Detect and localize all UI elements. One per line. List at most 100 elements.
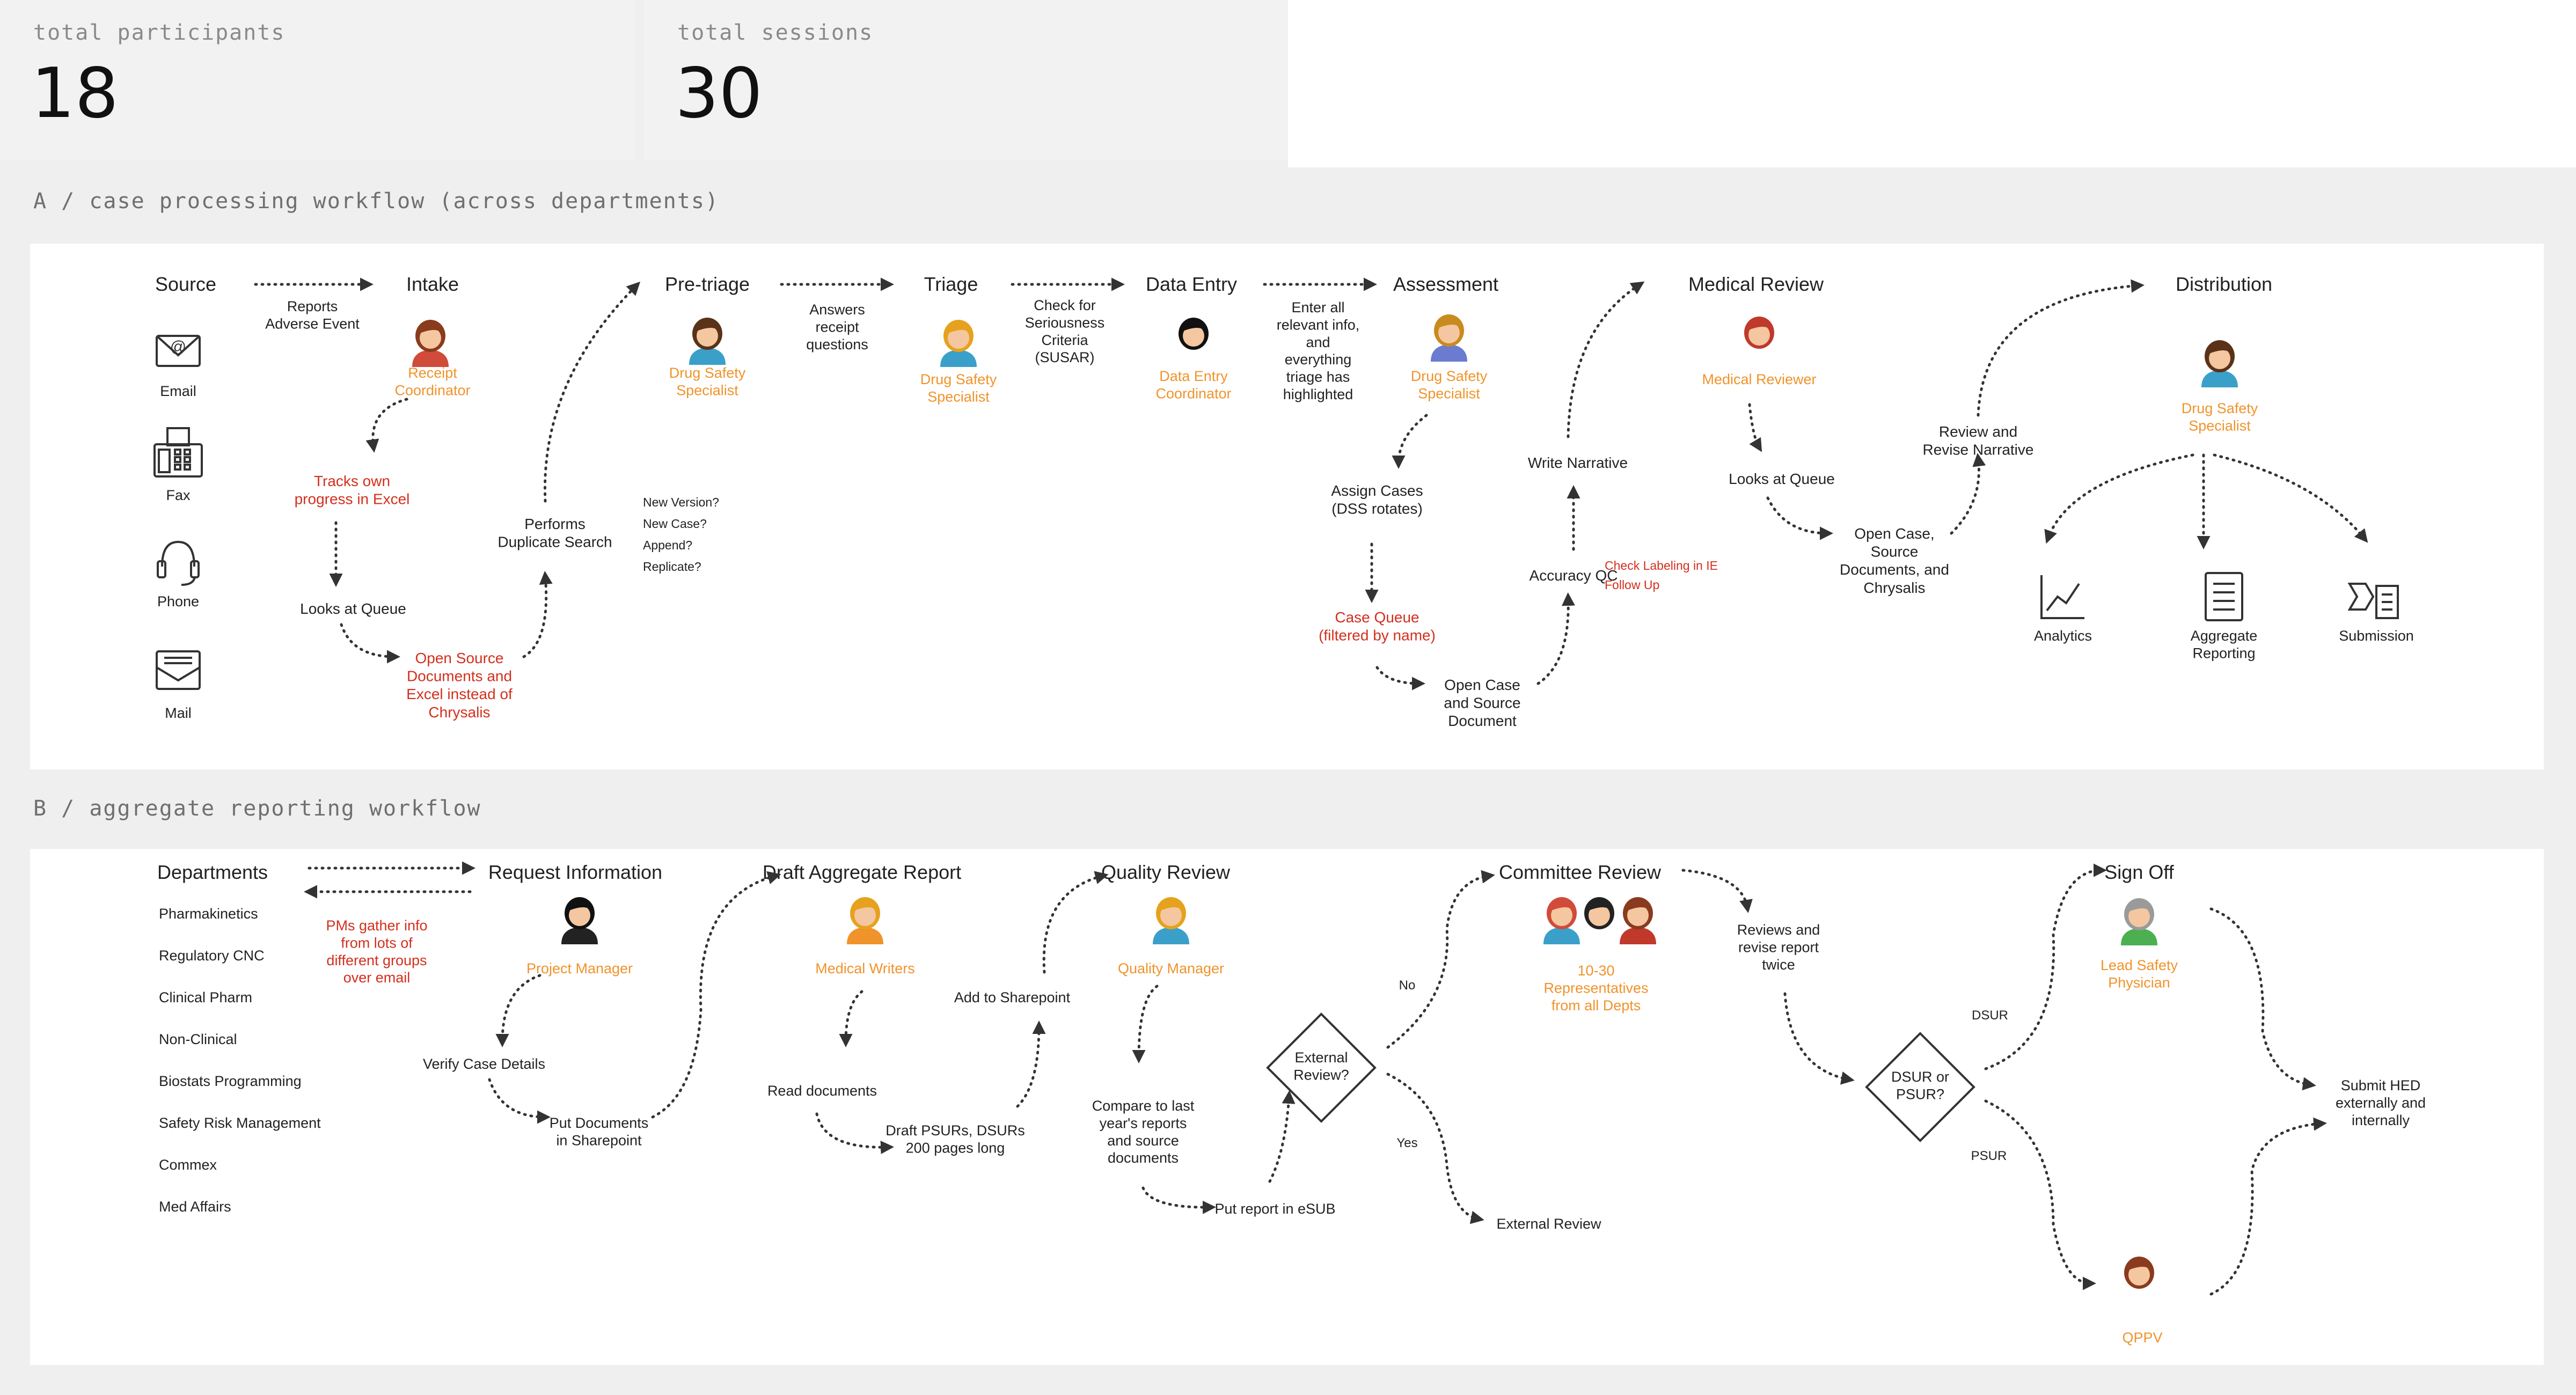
- label-line: Review and: [1939, 423, 2017, 440]
- label-line: Receipt: [408, 365, 457, 381]
- step-accuracy: Accuracy QC: [1529, 567, 1618, 584]
- department-item: Safety Risk Management: [159, 1115, 321, 1131]
- label-line: from lots of: [341, 935, 413, 951]
- arrow-dist-analytics: [2044, 453, 2194, 544]
- label-line: Pharmakinetics: [159, 906, 258, 922]
- label-line: Source: [1871, 544, 1919, 560]
- header-assessment: Assessment: [1393, 273, 1498, 295]
- medical-writers-icon: [847, 897, 883, 944]
- label-line: Tracks own: [314, 473, 390, 489]
- label-line: (SUSAR): [1035, 349, 1094, 365]
- header-distribution: Distribution: [2176, 273, 2272, 295]
- label-line: Medical Review: [1688, 273, 1824, 295]
- label-line: Email: [160, 383, 196, 399]
- label-line: Chrysalis: [1863, 579, 1925, 596]
- person-body: [1581, 927, 1618, 944]
- doc: [2205, 572, 2243, 621]
- label-no: No: [1399, 978, 1416, 993]
- label-line: No: [1399, 978, 1416, 993]
- axes: [2040, 575, 2084, 619]
- fax-icon: [153, 427, 203, 478]
- label-line: twice: [1762, 957, 1795, 973]
- person-body: [1543, 927, 1580, 944]
- department-item: Regulatory CNC: [159, 948, 265, 964]
- label-line: year's reports: [1100, 1115, 1187, 1131]
- arrow-med-queue: [1748, 403, 1762, 452]
- section-label-a: A / case processing workflow (across dep…: [33, 189, 720, 214]
- line: [2046, 583, 2080, 612]
- label-line: Intake: [406, 273, 459, 295]
- header-triage: Triage: [924, 273, 978, 295]
- header-intake: Intake: [406, 273, 459, 295]
- arrow-opensource-dup: [522, 571, 553, 658]
- label-line: Submit HED: [2341, 1077, 2421, 1093]
- step-put-esub: Put report in eSUB: [1214, 1201, 1335, 1217]
- label-line: Regulatory CNC: [159, 948, 265, 964]
- department-item: Commex: [159, 1157, 217, 1173]
- label-line: triage has: [1286, 369, 1350, 385]
- person-face: [854, 905, 876, 926]
- label-line: receipt: [815, 319, 859, 335]
- pretriage-specialist-icon: [689, 318, 726, 365]
- label-line: Document: [1448, 713, 1517, 729]
- key: [174, 449, 181, 456]
- label-line: Reporting: [2192, 645, 2255, 661]
- person-body: [940, 350, 977, 367]
- label-line: Reports: [287, 298, 338, 314]
- stat-value: 30: [675, 54, 763, 134]
- label-line: Specialist: [676, 382, 738, 398]
- flap: [156, 666, 201, 682]
- label-line: Non-Clinical: [159, 1031, 237, 1047]
- arrow-dist-submission: [2213, 453, 2368, 543]
- label-line: Committee Review: [1499, 861, 1662, 883]
- label-dsur: DSUR: [1972, 1008, 2008, 1023]
- person-fringe: [1182, 324, 1205, 332]
- arrow-reviews-dsur: [1783, 992, 1855, 1085]
- person-body: [412, 350, 449, 367]
- label-line: (DSS rotates): [1331, 501, 1423, 517]
- header-pretriage: Pre-triage: [665, 273, 750, 295]
- label-line: Looks at Queue: [1729, 471, 1835, 487]
- person-fringe: [1747, 323, 1771, 331]
- person-body: [2121, 928, 2157, 945]
- label-line: in Sharepoint: [556, 1132, 642, 1148]
- label-line: Physician: [2108, 974, 2170, 990]
- header-source: Source: [155, 273, 216, 295]
- label-line: Aggregate: [2191, 628, 2258, 644]
- arrow-opencase-accuracy: [1536, 592, 1575, 685]
- key: [184, 464, 191, 471]
- role-quality: Quality Manager: [1118, 960, 1224, 976]
- arrow-dsur-signoff: [1984, 863, 2107, 1070]
- label-line: Mail: [165, 705, 192, 721]
- label-line: and Source: [1444, 695, 1520, 711]
- committee-member-icon: [1543, 897, 1580, 944]
- person-face: [1183, 325, 1204, 347]
- person-face: [1438, 322, 1460, 343]
- label-line: Data Entry: [1146, 273, 1237, 295]
- label-line: Seriousness: [1025, 314, 1105, 331]
- header-blank-area: [1288, 0, 2576, 167]
- section-label-b: B / aggregate reporting workflow: [33, 796, 481, 821]
- mic: [181, 577, 196, 586]
- person-body: [1175, 348, 1212, 365]
- step-case-queue: Case Queue(filtered by name): [1319, 609, 1436, 644]
- person-body: [1741, 347, 1777, 364]
- person-body: [689, 348, 726, 365]
- person-face: [420, 327, 441, 349]
- label-line: Duplicate Search: [497, 534, 612, 550]
- person-body: [847, 927, 883, 944]
- label-line: different groups: [326, 952, 427, 968]
- step-read: Read documents: [767, 1083, 877, 1099]
- diagram-case-processing: Source Intake Pre-triage Triage Data Entry As…: [153, 273, 2414, 729]
- lines: [2213, 583, 2235, 611]
- arrow-draft-read: [839, 990, 863, 1047]
- header-dataentry: Data Entry: [1146, 273, 1237, 295]
